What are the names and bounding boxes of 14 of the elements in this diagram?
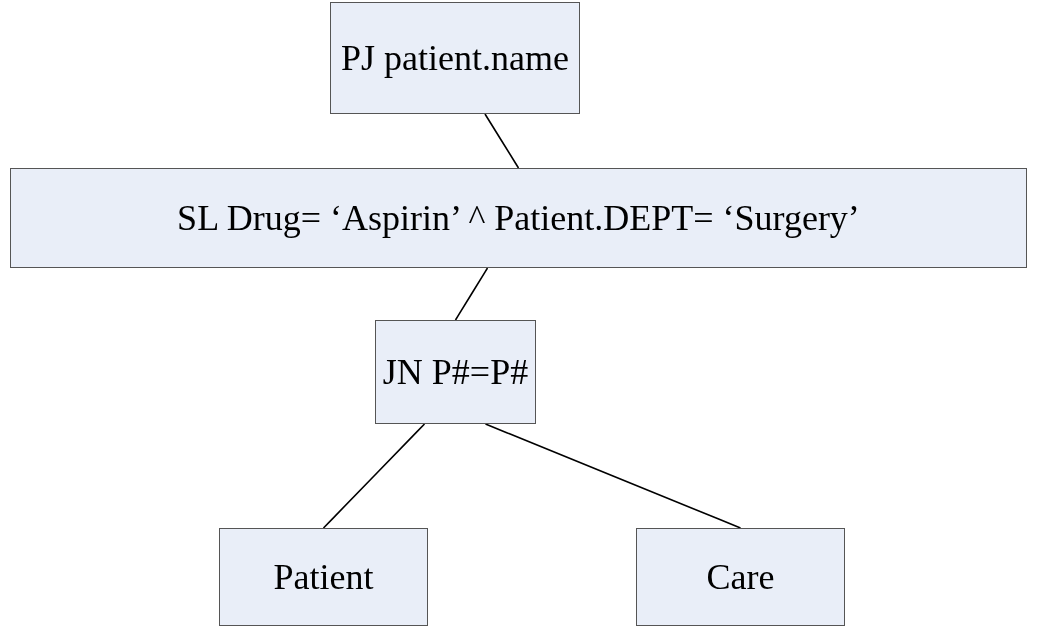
node-label: PJ patient.name [341, 37, 569, 79]
connector-line [322, 423, 426, 529]
node-label: JN P#=P# [382, 351, 529, 393]
node-label: Care [706, 556, 775, 598]
operator-box [10, 168, 1027, 268]
operator-box [330, 2, 580, 114]
operator-box [375, 320, 536, 424]
node-label: SL Drug= ‘Aspirin’ ^ Patient.DEPT= ‘Surgery’ [177, 197, 860, 239]
connector-line [454, 267, 489, 321]
node-label: Patient [273, 556, 374, 598]
connector-line [484, 113, 520, 169]
operator-box [219, 528, 428, 626]
connector-line [484, 423, 742, 529]
operator-box [636, 528, 845, 626]
